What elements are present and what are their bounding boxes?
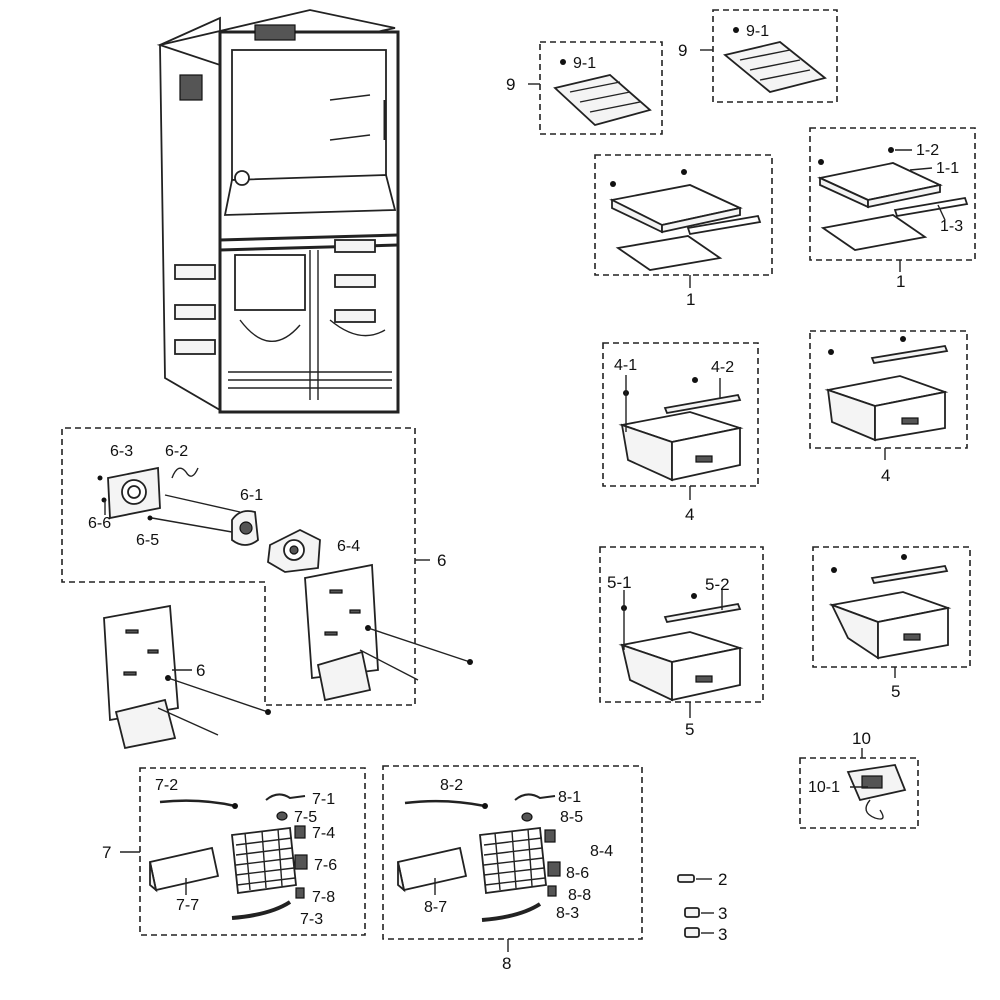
part-7-3 [231,900,292,920]
label-9-1: 9-1 [746,23,769,40]
label-8-4: 8-4 [590,843,613,860]
part-3 [684,907,714,918]
label-6-1: 6-1 [240,487,263,504]
part-9-panel [723,41,827,93]
label-8-6: 8-6 [566,865,589,882]
group-9-right [700,9,838,103]
group-6 [61,427,473,706]
group-5-left [599,546,764,718]
part-2 [677,874,712,883]
part-8-3 [481,902,542,922]
part-6-2 [171,467,199,479]
part-7-2 [159,799,236,808]
label-7-2: 7-2 [155,777,178,794]
refrigerator-cabinet [156,9,400,414]
label-7-4: 7-4 [312,825,335,842]
part-evaporator-coil [231,826,297,895]
group-1-right [809,127,976,272]
part-8-1 [514,793,556,801]
label-3: 3 [718,925,727,944]
label-7-8: 7-8 [312,889,335,906]
label-1: 1 [896,272,905,291]
label-6-5: 6-5 [136,532,159,549]
label-6: 6 [196,661,205,680]
part-8-7 [396,846,468,892]
label-6-2: 6-2 [165,443,188,460]
group-10 [799,748,919,829]
part-evaporator-coil [479,827,547,895]
label-8-8: 8-8 [568,887,591,904]
label-8-7: 8-7 [424,899,447,916]
label-7-1: 7-1 [312,791,335,808]
label-2: 2 [718,870,727,889]
label-7-5: 7-5 [294,809,317,826]
label-3: 3 [718,904,727,923]
label-10: 10 [852,729,871,748]
label-9: 9 [678,41,687,60]
group-4-right [809,330,968,460]
label-6-6: 6-6 [88,515,111,532]
part-3 [684,927,714,938]
label-7-6: 7-6 [314,857,337,874]
label-1-2: 1-2 [916,142,939,159]
group-7 [120,767,366,936]
label-7-3: 7-3 [300,911,323,928]
label-5: 5 [891,682,900,701]
label-9: 9 [506,75,515,94]
evaporator-cover-outside [103,604,271,750]
label-4: 4 [881,466,890,485]
label-6-3: 6-3 [110,443,133,460]
label-5-2: 5-2 [705,575,730,594]
label-10-1: 10-1 [808,779,840,796]
label-7: 7 [102,843,111,862]
group-9-left [528,41,663,135]
group-4-left [602,342,759,500]
group-1-left [594,154,773,288]
label-5: 5 [685,720,694,739]
group-5-right [812,546,971,678]
label-1-3: 1-3 [940,218,963,235]
label-4: 4 [685,505,694,524]
label-8-2: 8-2 [440,777,463,794]
label-1-1: 1-1 [936,160,959,177]
label-1: 1 [686,290,695,309]
label-8-3: 8-3 [556,905,579,922]
label-5-1: 5-1 [607,573,632,592]
label-4-1: 4-1 [614,357,637,374]
label-7-7: 7-7 [176,897,199,914]
label-8-1: 8-1 [558,789,581,806]
part-7-1 [265,793,306,801]
label-8-5: 8-5 [560,809,583,826]
part-7-7 [148,846,220,892]
label-4-2: 4-2 [711,359,734,376]
group-8 [382,765,643,952]
label-6-4: 6-4 [337,538,360,555]
label-6: 6 [437,551,446,570]
label-9-1: 9-1 [573,55,596,72]
part-8-2 [404,799,486,808]
part-9-panel [553,74,652,126]
label-8: 8 [502,954,511,973]
